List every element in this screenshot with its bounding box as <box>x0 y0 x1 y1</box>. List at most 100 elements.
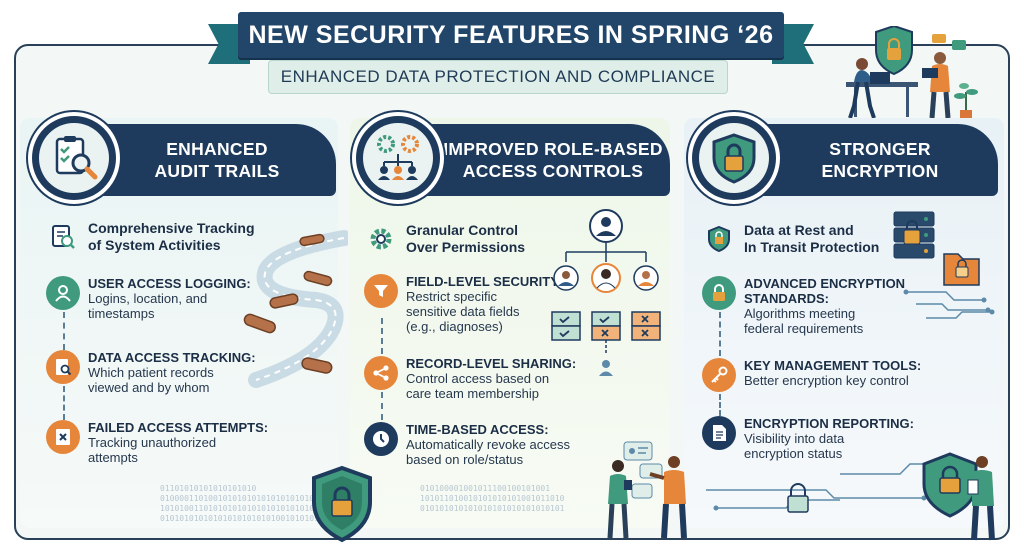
item-line: Tracking unauthorized <box>88 435 217 450</box>
title-banner: NEW SECURITY FEATURES IN SPRING ‘26 <box>208 12 814 64</box>
item-line: attempts <box>88 450 138 465</box>
item-line: federal requirements <box>744 321 864 336</box>
item-line: Which patient records <box>88 365 214 380</box>
lock-icon <box>702 276 736 310</box>
item-text: RECORD-LEVEL SHARING: Control access bas… <box>406 356 576 401</box>
document-icon <box>702 416 736 450</box>
page-subtitle: ENHANCED DATA PROTECTION AND COMPLIANCE <box>280 67 716 86</box>
clock-icon <box>364 422 398 456</box>
list-item-failed-access-attempts: FAILED ACCESS ATTEMPTS: Tracking unautho… <box>46 420 268 465</box>
panel-2-intro-line2: Over Permissions <box>406 239 526 255</box>
user-icon <box>46 276 80 310</box>
panel-3-intro-line2: In Transit Protection <box>744 239 880 255</box>
file-search-icon <box>46 350 80 384</box>
item-title: USER ACCESS LOGGING: <box>88 276 251 291</box>
item-title: FIELD-LEVEL SECURITY: <box>406 274 563 289</box>
panel-1-title-line2: AUDIT TRAILS <box>154 161 280 181</box>
subtitle-bar: ENHANCED DATA PROTECTION AND COMPLIANCE <box>268 60 728 94</box>
list-item-time-based-access: TIME-BASED ACCESS: Automatically revoke … <box>364 422 570 467</box>
list-item-data-access-tracking: DATA ACCESS TRACKING: Which patient reco… <box>46 350 256 395</box>
winding-trail-illustration <box>243 230 348 388</box>
share-icon <box>364 356 398 390</box>
binary-texture: 010100001001011100100101001 101011010010… <box>420 484 565 513</box>
shield-lock-icon <box>702 222 736 256</box>
team-illustration <box>607 441 687 539</box>
shield-lock-icon <box>688 112 780 204</box>
funnel-icon <box>364 274 398 308</box>
panel-3-intro-line1: Data at Rest and <box>744 222 854 238</box>
banner-main: NEW SECURITY FEATURES IN SPRING ‘26 <box>238 12 784 58</box>
item-title: STANDARDS: <box>744 291 829 306</box>
connector <box>719 394 721 416</box>
item-line: encryption status <box>744 446 843 461</box>
item-text: ADVANCED ENCRYPTION STANDARDS: Algorithm… <box>744 276 905 336</box>
item-line: (e.g., diagnoses) <box>406 319 503 334</box>
shield-lock-icon <box>312 465 372 543</box>
item-line: sensitive data fields <box>406 304 520 319</box>
panel-2-intro-text: Granular Control Over Permissions <box>406 222 525 256</box>
connector <box>381 392 383 420</box>
connector <box>63 386 65 420</box>
list-item-advanced-encryption-standards: ADVANCED ENCRYPTION STANDARDS: Algorithm… <box>702 276 905 336</box>
file-x-icon <box>46 420 80 454</box>
item-line: based on role/status <box>406 452 524 467</box>
panel-3-intro-text: Data at Rest and In Transit Protection <box>744 222 879 256</box>
item-text: FIELD-LEVEL SECURITY: Restrict specific … <box>406 274 562 334</box>
panel-2-title-line1: IMPROVED ROLE-BASED <box>443 139 663 159</box>
security-network-illustration <box>706 452 995 541</box>
list-item-record-level-sharing: RECORD-LEVEL SHARING: Control access bas… <box>364 356 576 401</box>
item-title: FAILED ACCESS ATTEMPTS: <box>88 420 269 435</box>
item-text: TIME-BASED ACCESS: Automatically revoke … <box>406 422 570 467</box>
panel-3-intro: Data at Rest and In Transit Protection <box>702 222 879 256</box>
panel-1-title-line1: ENHANCED <box>166 139 268 159</box>
page-title: NEW SECURITY FEATURES IN SPRING ‘26 <box>248 20 774 49</box>
panel-3-title-line2: ENCRYPTION <box>821 161 939 181</box>
item-text: USER ACCESS LOGGING: Logins, location, a… <box>88 276 251 321</box>
item-title: RECORD-LEVEL SHARING: <box>406 356 577 371</box>
key-icon <box>702 358 736 392</box>
panel-1-title: ENHANCED AUDIT TRAILS <box>112 138 322 182</box>
item-line: viewed and by whom <box>88 380 210 395</box>
list-item-key-management-tools: KEY MANAGEMENT TOOLS: Better encryption … <box>702 358 921 392</box>
office-illustration <box>846 26 978 120</box>
item-title: KEY MANAGEMENT TOOLS: <box>744 358 922 373</box>
item-line: Logins, location, and <box>88 291 208 306</box>
item-text: ENCRYPTION REPORTING: Visibility into da… <box>744 416 914 461</box>
panel-2-intro-line1: Granular Control <box>406 222 519 238</box>
file-search-icon <box>46 220 80 254</box>
connector <box>63 312 65 350</box>
panel-2-intro: Granular Control Over Permissions <box>364 222 525 256</box>
gear-icon <box>364 222 398 256</box>
list-item-encryption-reporting: ENCRYPTION REPORTING: Visibility into da… <box>702 416 914 461</box>
server-folder-illustration <box>893 211 995 319</box>
item-title: TIME-BASED ACCESS: <box>406 422 549 437</box>
item-title: ADVANCED ENCRYPTION <box>744 276 906 291</box>
item-line: care team membership <box>406 386 539 401</box>
list-item-field-level-security: FIELD-LEVEL SECURITY: Restrict specific … <box>364 274 562 334</box>
gears-people-icon <box>352 112 444 204</box>
connector <box>719 312 721 356</box>
item-line: Control access based on <box>406 371 550 386</box>
panel-1-intro-line2: of System Activities <box>88 237 221 253</box>
item-line: Restrict specific <box>406 289 498 304</box>
item-text: DATA ACCESS TRACKING: Which patient reco… <box>88 350 256 395</box>
item-line: timestamps <box>88 306 155 321</box>
binary-texture: 01101010101010101010 0100001101001010101… <box>160 484 329 523</box>
panel-1-intro-line1: Comprehensive Tracking <box>88 220 255 236</box>
item-line: Visibility into data <box>744 431 845 446</box>
item-line: Automatically revoke access <box>406 437 571 452</box>
item-text: KEY MANAGEMENT TOOLS: Better encryption … <box>744 358 921 388</box>
permissions-org-chart-illustration <box>551 209 661 376</box>
panel-2-title: IMPROVED ROLE-BASED ACCESS CONTROLS <box>442 138 664 182</box>
list-item-user-access-logging: USER ACCESS LOGGING: Logins, location, a… <box>46 276 251 321</box>
clipboard-magnifier-icon <box>28 112 120 204</box>
connector <box>381 318 383 354</box>
item-text: FAILED ACCESS ATTEMPTS: Tracking unautho… <box>88 420 268 465</box>
item-title: ENCRYPTION REPORTING: <box>744 416 914 431</box>
item-title: DATA ACCESS TRACKING: <box>88 350 256 365</box>
panel-2-title-line2: ACCESS CONTROLS <box>462 161 644 181</box>
panel-3-title-line1: STRONGER <box>829 139 931 159</box>
panel-1-intro: Comprehensive Tracking of System Activit… <box>46 220 255 254</box>
item-line: Better encryption key control <box>744 373 909 388</box>
panel-3-title: STRONGER ENCRYPTION <box>772 138 988 182</box>
